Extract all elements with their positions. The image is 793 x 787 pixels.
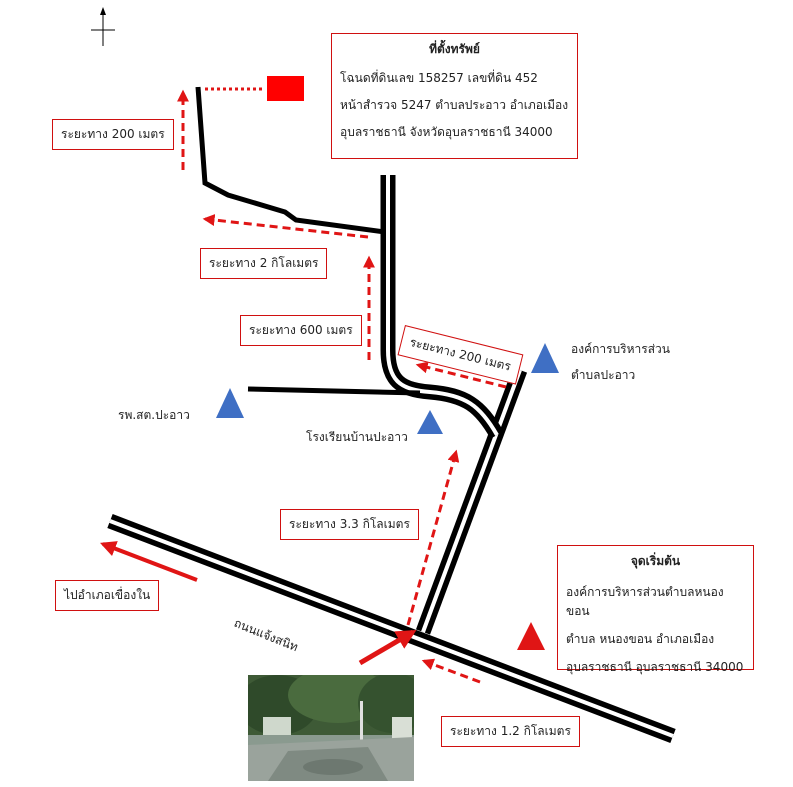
road-to-hospital (247, 386, 421, 396)
property-line-3: อุบลราชธานี จังหวัดอุบลราชธานี 34000 (340, 125, 553, 139)
school-label: โรงเรียนบ้านปะอาว (306, 430, 408, 444)
direction-arrow (100, 541, 198, 582)
road-to-paao (415, 367, 528, 635)
property-line-2: หน้าสำรวจ 5247 ตำบลประอาว อำเภอเมือง (340, 98, 569, 112)
hospital-label: รพ.สต.ปะอาว (118, 408, 190, 422)
property-info-box: ที่ตั้งทรัพย์ โฉนดที่ดินเลข 158257 เลขที… (331, 33, 578, 159)
sao-landmark-icon (531, 343, 559, 373)
route-arrow-200-mid (415, 361, 507, 389)
sao-label: องค์การบริหารส่วน (571, 342, 670, 356)
direction-label: ไปอำเภอเขื่องใน (55, 580, 160, 611)
distance-label-600: ระยะทาง 600 เมตร (240, 315, 362, 346)
route-arrow-2km (202, 214, 369, 239)
route-arrow-12km (421, 658, 481, 684)
start-location-photo (248, 675, 414, 781)
start-line-3: อุบลราชธานี อุบลราชธานี 34000 (566, 660, 744, 674)
route-arrow-33km (406, 449, 460, 626)
property-line-1: โฉนดที่ดินเลข 158257 เลขที่ดิน 452 (340, 71, 538, 85)
hospital-landmark-icon (216, 388, 244, 418)
property-marker-icon (267, 76, 304, 101)
start-arrow (358, 629, 417, 666)
distance-label-2km: ระยะทาง 2 กิโลเมตร (200, 248, 328, 279)
distance-label-12km: ระยะทาง 1.2 กิโลเมตร (441, 716, 580, 747)
start-info-box: จุดเริ่มต้น องค์การบริหารส่วนตำบลหนองขอน… (557, 545, 754, 674)
start-title: จุดเริ่มต้น (630, 554, 681, 568)
start-line-1: องค์การบริหารส่วนตำบลหนองขอน (566, 585, 724, 618)
road-to-property (195, 86, 386, 235)
distance-label-33km: ระยะทาง 3.3 กิโลเมตร (280, 509, 419, 540)
road-north (380, 175, 504, 439)
sao-label-2: ตำบลปะอาว (571, 368, 636, 382)
start-marker-icon (517, 622, 545, 650)
start-line-2: ตำบล หนองขอน อำเภอเมือง (566, 632, 715, 646)
north-arrow-icon (91, 7, 115, 46)
school-landmark-icon (417, 410, 443, 434)
main-highway (107, 513, 676, 744)
distance-label-200-top: ระยะทาง 200 เมตร (52, 119, 174, 150)
property-title: ที่ตั้งทรัพย์ (429, 42, 480, 56)
